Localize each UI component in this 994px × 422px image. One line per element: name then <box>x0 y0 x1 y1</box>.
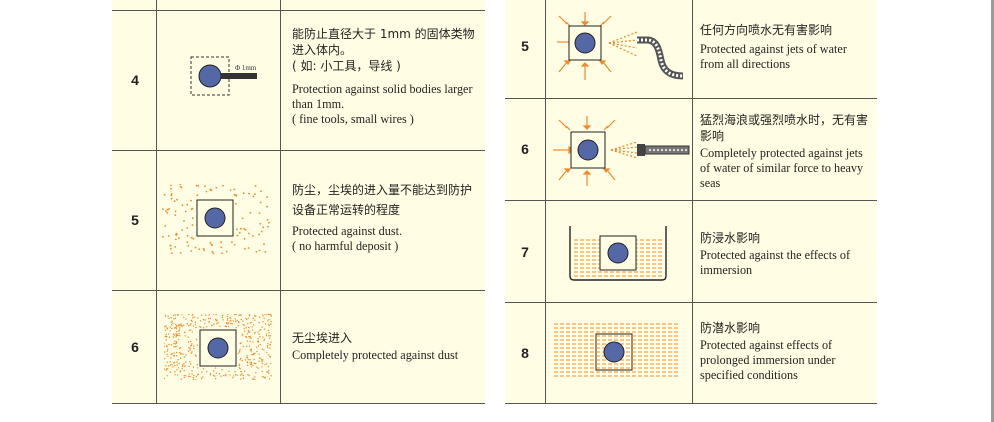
row-description: 无尘埃进入 Completely protected against dust <box>292 330 480 363</box>
right-row-divider <box>505 200 877 201</box>
solid-bodies-1mm-icon: Φ 1mm <box>190 56 257 96</box>
row-number: 4 <box>131 72 139 88</box>
english-description: Protected against jets of water from all… <box>700 42 847 71</box>
chinese-description: 防浸水影响 <box>700 231 761 245</box>
english-example: ( no harmful deposit ) <box>292 239 399 253</box>
left-row-divider <box>112 10 485 11</box>
left-table-bottom <box>112 403 485 404</box>
right-column-divider <box>692 0 693 404</box>
powerful-jets-icon <box>553 116 690 186</box>
left-row-divider <box>112 150 485 151</box>
row-description: 能防止直径大于 1mm 的固体类物进入体内。 ( 如: 小工具，导线 ) Pro… <box>292 26 480 127</box>
chinese-description: 无尘埃进入 <box>292 331 353 345</box>
submersion-icon <box>554 323 678 377</box>
chinese-description: 能防止直径大于 1mm 的固体类物进入体内。 <box>292 27 475 57</box>
row-description: 任何方向喷水无有害影响 Protected against jets of wa… <box>700 22 872 72</box>
left-column-divider <box>156 0 157 404</box>
english-example: ( fine tools, small wires ) <box>292 112 414 126</box>
chinese-description: 防潜水影响 <box>700 321 761 335</box>
row-number: 8 <box>521 345 529 361</box>
row-description: 防尘，尘埃的进入量不能达到防护设备正常运转的程度 Protected again… <box>292 180 480 254</box>
page-edge-bar <box>991 0 994 422</box>
english-description: Protected against the effects of immersi… <box>700 248 851 277</box>
immersion-icon <box>569 226 667 281</box>
dust-tight-icon <box>164 314 272 380</box>
chinese-description: 猛烈海浪或强烈喷水时，无有害影响 <box>700 113 869 143</box>
row-number: 6 <box>521 141 529 157</box>
right-row-divider <box>505 302 877 303</box>
chinese-description: 防尘，尘埃的进入量不能达到防护设备正常运转的程度 <box>292 183 473 217</box>
row-number: 6 <box>131 339 139 355</box>
row-number: 7 <box>521 244 529 260</box>
left-row-divider <box>112 290 485 291</box>
row-description: 防浸水影响 Protected against the effects of i… <box>700 230 872 278</box>
dust-protected-icon <box>162 184 270 254</box>
english-description: Protected against dust. <box>292 224 403 238</box>
english-description: Protection against solid bodies larger t… <box>292 82 473 111</box>
row-description: 防潜水影响 Protected against effects of prolo… <box>700 320 872 383</box>
left-column-divider <box>280 0 281 404</box>
right-ip-water-table <box>505 0 877 404</box>
water-jets-icon <box>557 12 684 80</box>
english-description: Protected against effects of prolonged i… <box>700 338 836 382</box>
english-description: Completely protected against jets of wat… <box>700 146 864 190</box>
diameter-label: Φ 1mm <box>235 64 257 72</box>
row-number: 5 <box>521 38 529 54</box>
left-ip-solids-table <box>112 0 485 404</box>
right-table-bottom <box>505 403 877 404</box>
chinese-description: 任何方向喷水无有害影响 <box>700 23 833 37</box>
english-description: Completely protected against dust <box>292 348 459 362</box>
chinese-example: ( 如: 小工具，导线 ) <box>292 59 401 73</box>
row-description: 猛烈海浪或强烈喷水时，无有害影响 Completely protected ag… <box>700 112 872 191</box>
right-row-divider <box>505 98 877 99</box>
right-column-divider <box>545 0 546 404</box>
row-number: 5 <box>131 212 139 228</box>
